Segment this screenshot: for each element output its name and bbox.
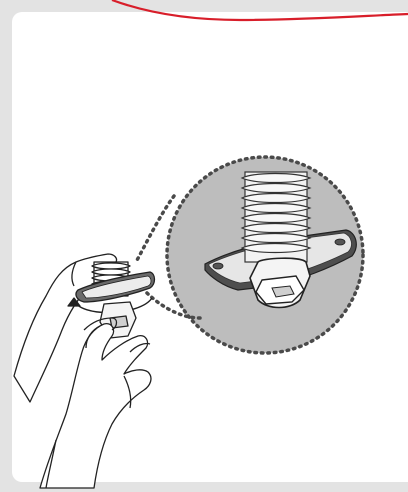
detail-inset (167, 157, 363, 353)
hands-with-foot (14, 254, 155, 488)
inset-flange-hole (335, 239, 345, 245)
inset-threaded-rod (242, 172, 310, 262)
red-accent-curve (112, 0, 408, 20)
